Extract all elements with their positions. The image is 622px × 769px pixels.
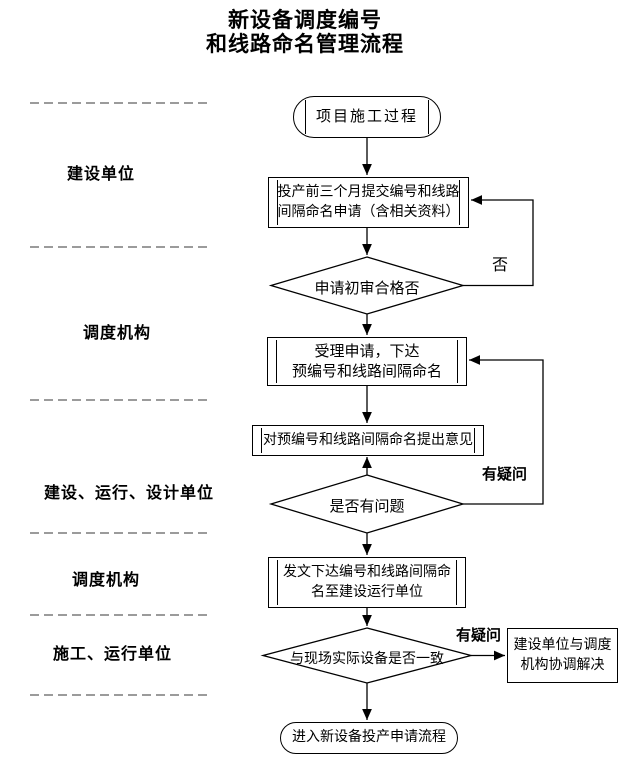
node-coordinate-resolve: 建设单位与调度 机构协调解决	[507, 628, 618, 683]
edge-label-no: 否	[492, 257, 509, 274]
lane-label-build-operate-design: 建设、运行、设计单位	[44, 485, 215, 502]
process-side-bar-left	[277, 560, 278, 605]
lane-label-dispatch-agency-2: 调度机构	[72, 572, 141, 589]
process-side-bar-right	[456, 560, 457, 605]
node-issue-line-1: 发文下达编号和线路间隔命	[283, 564, 451, 580]
node-end-label: 进入新设备投产申请流程	[292, 730, 446, 745]
node-opinion-label: 对预编号和线路间隔命名提出意见	[263, 432, 473, 448]
page-title-line-1: 新设备调度编号	[228, 8, 382, 32]
decision-review-shape	[268, 256, 466, 315]
node-start-label: 项目施工过程	[315, 109, 418, 125]
edge-label-doubt-1: 有疑问	[482, 467, 528, 483]
node-issue-line-2: 名至建设运行单位	[311, 584, 423, 600]
process-side-bar-left	[277, 180, 278, 225]
edge-problem-doubt-loop	[463, 355, 544, 505]
process-side-bar-left	[261, 428, 262, 453]
node-end-terminator: 进入新设备投产申请流程	[280, 722, 458, 754]
page-title: 新设备调度编号 和线路命名管理流程	[145, 8, 465, 56]
terminator-side-bar-right	[428, 100, 429, 134]
node-submit-application: 投产前三个月提交编号和线路 间隔命名申请（含相关资料）	[268, 177, 469, 228]
lane-label-dispatch-agency-1: 调度机构	[83, 325, 152, 342]
decision-problem-label: 是否有问题	[329, 499, 405, 515]
decision-consistent-shape	[260, 627, 474, 684]
edges	[362, 138, 544, 720]
decision-review-label: 申请初审合格否	[314, 281, 420, 297]
terminator-side-bar-left	[305, 100, 306, 134]
lane-label-construct-operate-unit: 施工、运行单位	[53, 646, 173, 663]
page-title-line-2: 和线路命名管理流程	[206, 32, 404, 56]
process-side-bar-right	[459, 180, 460, 225]
decision-shapes	[260, 256, 474, 684]
lane-dividers	[30, 102, 207, 696]
node-issue-document: 发文下达编号和线路间隔命 名至建设运行单位	[268, 557, 466, 608]
node-coordinate-line-1: 建设单位与调度	[513, 637, 612, 653]
process-side-bar-right	[474, 428, 475, 453]
edge-review-no-loop	[463, 195, 534, 287]
node-start-terminator: 项目施工过程	[293, 96, 441, 138]
node-give-opinion: 对预编号和线路间隔命名提出意见	[252, 425, 484, 456]
node-accept-line-2: 预编号和线路间隔命名	[291, 363, 442, 380]
process-side-bar-right	[457, 340, 458, 383]
lane-label-construction-unit: 建设单位	[67, 166, 136, 183]
decision-problem-shape	[268, 474, 466, 534]
process-side-bar-left	[276, 340, 277, 383]
decision-consistent-label: 与现场实际设备是否一致	[290, 652, 444, 667]
node-accept-application: 受理申请，下达 预编号和线路间隔命名	[267, 337, 467, 386]
node-submit-line-2: 间隔命名申请（含相关资料）	[277, 204, 460, 220]
node-coordinate-line-2: 机构协调解决	[520, 657, 605, 673]
node-submit-line-1: 投产前三个月提交编号和线路	[277, 184, 460, 200]
node-accept-line-1: 受理申请，下达	[314, 343, 420, 360]
edge-label-doubt-2: 有疑问	[456, 628, 502, 644]
